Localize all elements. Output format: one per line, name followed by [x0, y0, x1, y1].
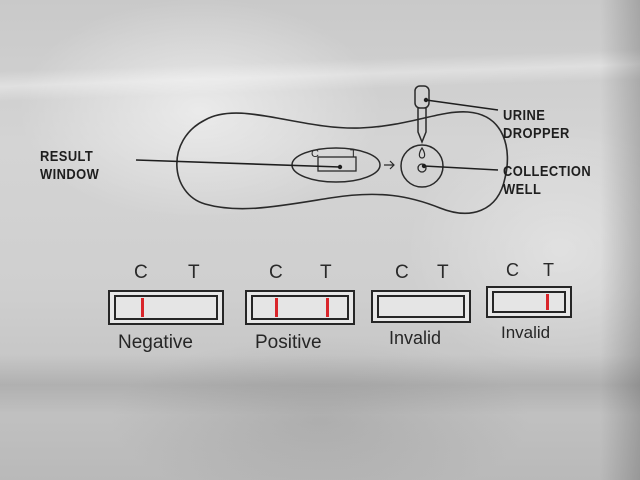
test-strip	[486, 286, 572, 318]
result-caption: Invalid	[389, 328, 442, 348]
dropper-tube	[417, 108, 427, 145]
t-label: T	[188, 262, 200, 283]
urine-dropper-label: URINE DROPPER	[503, 107, 570, 142]
result-invalid-test-only: C T Invalid	[486, 260, 586, 360]
leader-result-window	[135, 159, 341, 168]
test-strip	[371, 290, 471, 323]
c-label: C	[269, 262, 283, 283]
leader-collection-well	[423, 165, 499, 171]
cassette-t-letter: T	[350, 148, 357, 160]
flow-arrow	[384, 160, 395, 170]
result-window-rect	[317, 156, 357, 172]
result-window-label: RESULT WINDOW	[40, 148, 100, 183]
collection-well-label: COLLECTION WELL	[503, 163, 592, 198]
result-caption: Negative	[118, 332, 193, 353]
c-label: C	[395, 262, 409, 283]
c-label: C	[134, 262, 148, 283]
collection-well-outer	[400, 144, 444, 188]
t-label: T	[320, 262, 332, 283]
result-caption: Positive	[255, 332, 322, 353]
control-line	[275, 298, 278, 317]
dropper-bulb	[414, 85, 430, 109]
droplet	[418, 146, 426, 159]
c-label: C	[506, 260, 519, 280]
test-line	[546, 294, 549, 310]
test-strip	[108, 290, 224, 325]
result-caption: Invalid	[501, 323, 551, 342]
result-negative: C T Negative	[108, 262, 228, 362]
leader-urine-dropper	[425, 99, 499, 111]
cassette-outline	[176, 111, 509, 215]
t-label: T	[543, 260, 554, 280]
test-line	[326, 298, 329, 317]
result-invalid-none: C T Invalid	[371, 262, 481, 362]
t-label: T	[437, 262, 449, 283]
control-line	[141, 298, 144, 317]
cassette-c-letter: C	[311, 148, 319, 160]
result-positive: C T Positive	[245, 262, 365, 362]
collection-well-inner	[417, 163, 427, 173]
result-window-oval	[291, 147, 381, 183]
test-strip	[245, 290, 355, 325]
